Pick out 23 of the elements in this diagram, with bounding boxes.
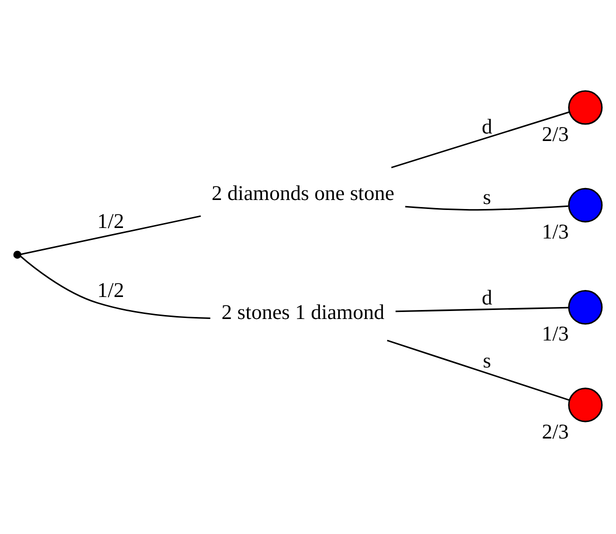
edge-label: 1/2 (97, 278, 124, 302)
node-text: 2 stones 1 diamond (222, 299, 384, 324)
node-text: 2 diamonds one stone (212, 180, 394, 205)
edge-label: s (482, 348, 492, 372)
node-point (13, 250, 22, 258)
node-circle (568, 90, 603, 124)
node-circle (568, 290, 603, 324)
edge-label: d (482, 285, 492, 310)
connector (391, 110, 570, 168)
node-circle (568, 187, 603, 222)
node-label: 1/3 (542, 321, 569, 346)
connector (20, 255, 210, 318)
edge-label: s (482, 184, 492, 208)
connector (386, 339, 570, 400)
node-label: 2/3 (542, 418, 569, 443)
edge-label: d (482, 114, 492, 138)
connector (405, 204, 568, 210)
node-circle (568, 387, 603, 422)
edge-label: 1/2 (97, 208, 124, 232)
node-label: 2/3 (542, 121, 569, 146)
connector (20, 214, 201, 255)
node-label: 1/3 (542, 219, 569, 244)
connector (396, 306, 568, 312)
